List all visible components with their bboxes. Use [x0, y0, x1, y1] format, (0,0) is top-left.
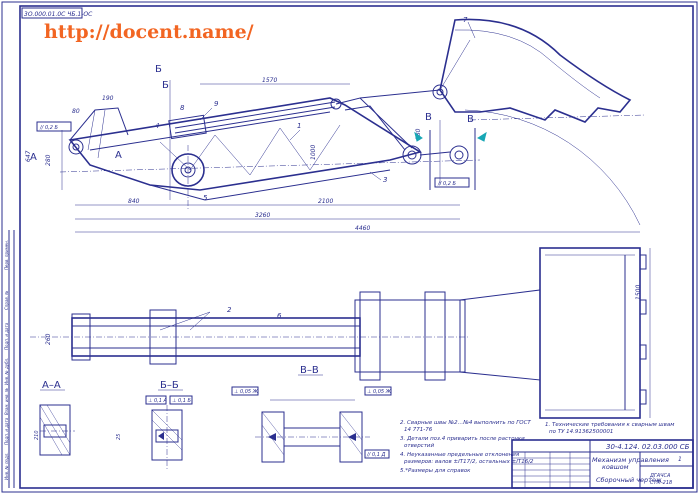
svg-text:Инв. № подл.: Инв. № подл.: [4, 452, 9, 480]
svg-text:2: 2: [227, 306, 232, 314]
svg-text:Перв. примен.: Перв. примен.: [4, 240, 9, 270]
svg-text:25: 25: [116, 434, 122, 440]
bucket-side-view: [432, 18, 646, 226]
svg-text:по ТУ 14.91362500001: по ТУ 14.91362500001: [549, 429, 613, 435]
svg-text:9: 9: [214, 100, 219, 108]
section-bb: Б–Б: [151, 380, 183, 470]
svg-text:⊥ 0,05 Ж: ⊥ 0,05 Ж: [234, 389, 259, 395]
title-block-subtitle: Сборочный чертеж: [596, 476, 662, 484]
section-markers: А А Б Б В В: [30, 64, 487, 200]
svg-text:Б–Б: Б–Б: [160, 380, 179, 391]
svg-text:980: 980: [415, 128, 422, 140]
svg-text:840: 840: [128, 198, 140, 205]
svg-text:3: 3: [383, 176, 387, 184]
svg-text:1. Технические требования к св: 1. Технические требования к сварным швам: [545, 422, 674, 428]
svg-text:В–В: В–В: [300, 365, 319, 376]
svg-text:2. Сварные швы №2…№4 выполнить: 2. Сварные швы №2…№4 выполнить по ГОСТ: [400, 420, 531, 426]
title-block-name: Механизм управления: [592, 456, 669, 464]
svg-text:6: 6: [277, 312, 282, 320]
title-block-code: 30-4.124. 02.03.000 СБ: [606, 443, 690, 451]
svg-text:В: В: [425, 112, 432, 123]
svg-text:Взам. инв. №: Взам. инв. №: [4, 388, 9, 415]
svg-text:⊥ 0,1 Б: ⊥ 0,1 Б: [172, 398, 191, 404]
svg-text:отверстий: отверстий: [404, 443, 434, 449]
svg-text:// 0,2 Б: // 0,2 Б: [437, 181, 456, 187]
drawing-frame: [19, 5, 694, 489]
svg-text:2100: 2100: [318, 198, 333, 205]
svg-text:260: 260: [45, 333, 52, 345]
svg-text:ковшом: ковшом: [602, 463, 629, 471]
svg-text:4: 4: [155, 122, 159, 130]
svg-text:А: А: [115, 150, 122, 161]
left-border-labels: Перв. примен. Справ. № Подп. и дата Инв.…: [4, 240, 9, 480]
svg-text:280: 280: [45, 154, 52, 166]
tolerance-frames: // 0,2 Б // 0,2 Б ⊥ 0,1 А ⊥ 0,1 Б ⊥ 0,05…: [36, 121, 470, 459]
svg-text:А: А: [30, 152, 37, 163]
svg-text:Инв. № дубл.: Инв. № дубл.: [4, 358, 9, 385]
svg-text:1: 1: [297, 122, 301, 130]
svg-text:размеров: валов ±IT17/2, остал: размеров: валов ±IT17/2, остальных ±IT16…: [403, 459, 534, 465]
boom-plan-view: 260: [30, 291, 470, 381]
svg-text:// 0,1 Д: // 0,1 Д: [366, 452, 385, 458]
svg-text:14 771-76: 14 771-76: [404, 427, 433, 433]
svg-text:210: 210: [34, 430, 40, 440]
svg-text:647: 647: [25, 150, 32, 162]
doc-code-rotated: 3О.000.01.0С ЧБ.1-ОС: [24, 11, 93, 18]
boom-side-view: [59, 89, 481, 210]
main-view-dimensions: 1570 840 2100 3260 4460 647 280 80 190 9…: [25, 77, 642, 300]
watermark-url: http://docent.name/: [44, 21, 254, 43]
svg-text:Подп. и дата: Подп. и дата: [4, 322, 9, 350]
svg-text:1570: 1570: [262, 77, 277, 84]
svg-text:1500: 1500: [635, 285, 642, 300]
svg-text:1000: 1000: [310, 145, 317, 160]
svg-text:⊥ 0,05 Ж: ⊥ 0,05 Ж: [367, 389, 392, 395]
svg-text:Подп. и дата: Подп. и дата: [4, 417, 9, 445]
svg-text:8: 8: [180, 104, 185, 112]
svg-text:190: 190: [102, 95, 114, 102]
svg-text:4460: 4460: [355, 225, 370, 232]
bucket-plan-view: [459, 247, 651, 419]
svg-text:5.*Размеры для справок: 5.*Размеры для справок: [400, 468, 471, 474]
svg-text:В: В: [467, 114, 474, 125]
svg-text:Б: Б: [155, 64, 162, 75]
svg-text:Справ. №: Справ. №: [4, 291, 9, 310]
svg-text:СТМ-218: СТМ-218: [650, 480, 672, 486]
svg-text:1: 1: [678, 456, 682, 463]
svg-text:Б: Б: [162, 80, 169, 91]
title-block: 30-4.124. 02.03.000 СБ Механизм управлен…: [511, 439, 694, 489]
svg-text:А–А: А–А: [42, 380, 61, 391]
svg-text:⊥ 0,1 А: ⊥ 0,1 А: [148, 398, 167, 404]
section-aa: А–А 210 25: [34, 380, 122, 456]
svg-text:5: 5: [203, 194, 208, 202]
svg-text:3260: 3260: [255, 212, 270, 219]
section-vv: В–В: [255, 365, 370, 463]
svg-text:4. Неуказанные предельные откл: 4. Неуказанные предельные отклонения: [400, 452, 520, 458]
svg-text:80: 80: [72, 108, 80, 115]
part-numbers: 1 2 3 4 5 6 7 8 9: [155, 16, 476, 320]
svg-text:3. Детали поз.4 приварить посл: 3. Детали поз.4 приварить после расточки: [400, 436, 525, 442]
svg-text:ДГАЧСА: ДГАЧСА: [649, 473, 671, 479]
svg-text:// 0,2 Б: // 0,2 Б: [39, 125, 58, 131]
technical-notes: 1. Технические требования к сварным швам…: [400, 420, 674, 474]
svg-text:7: 7: [463, 16, 468, 24]
